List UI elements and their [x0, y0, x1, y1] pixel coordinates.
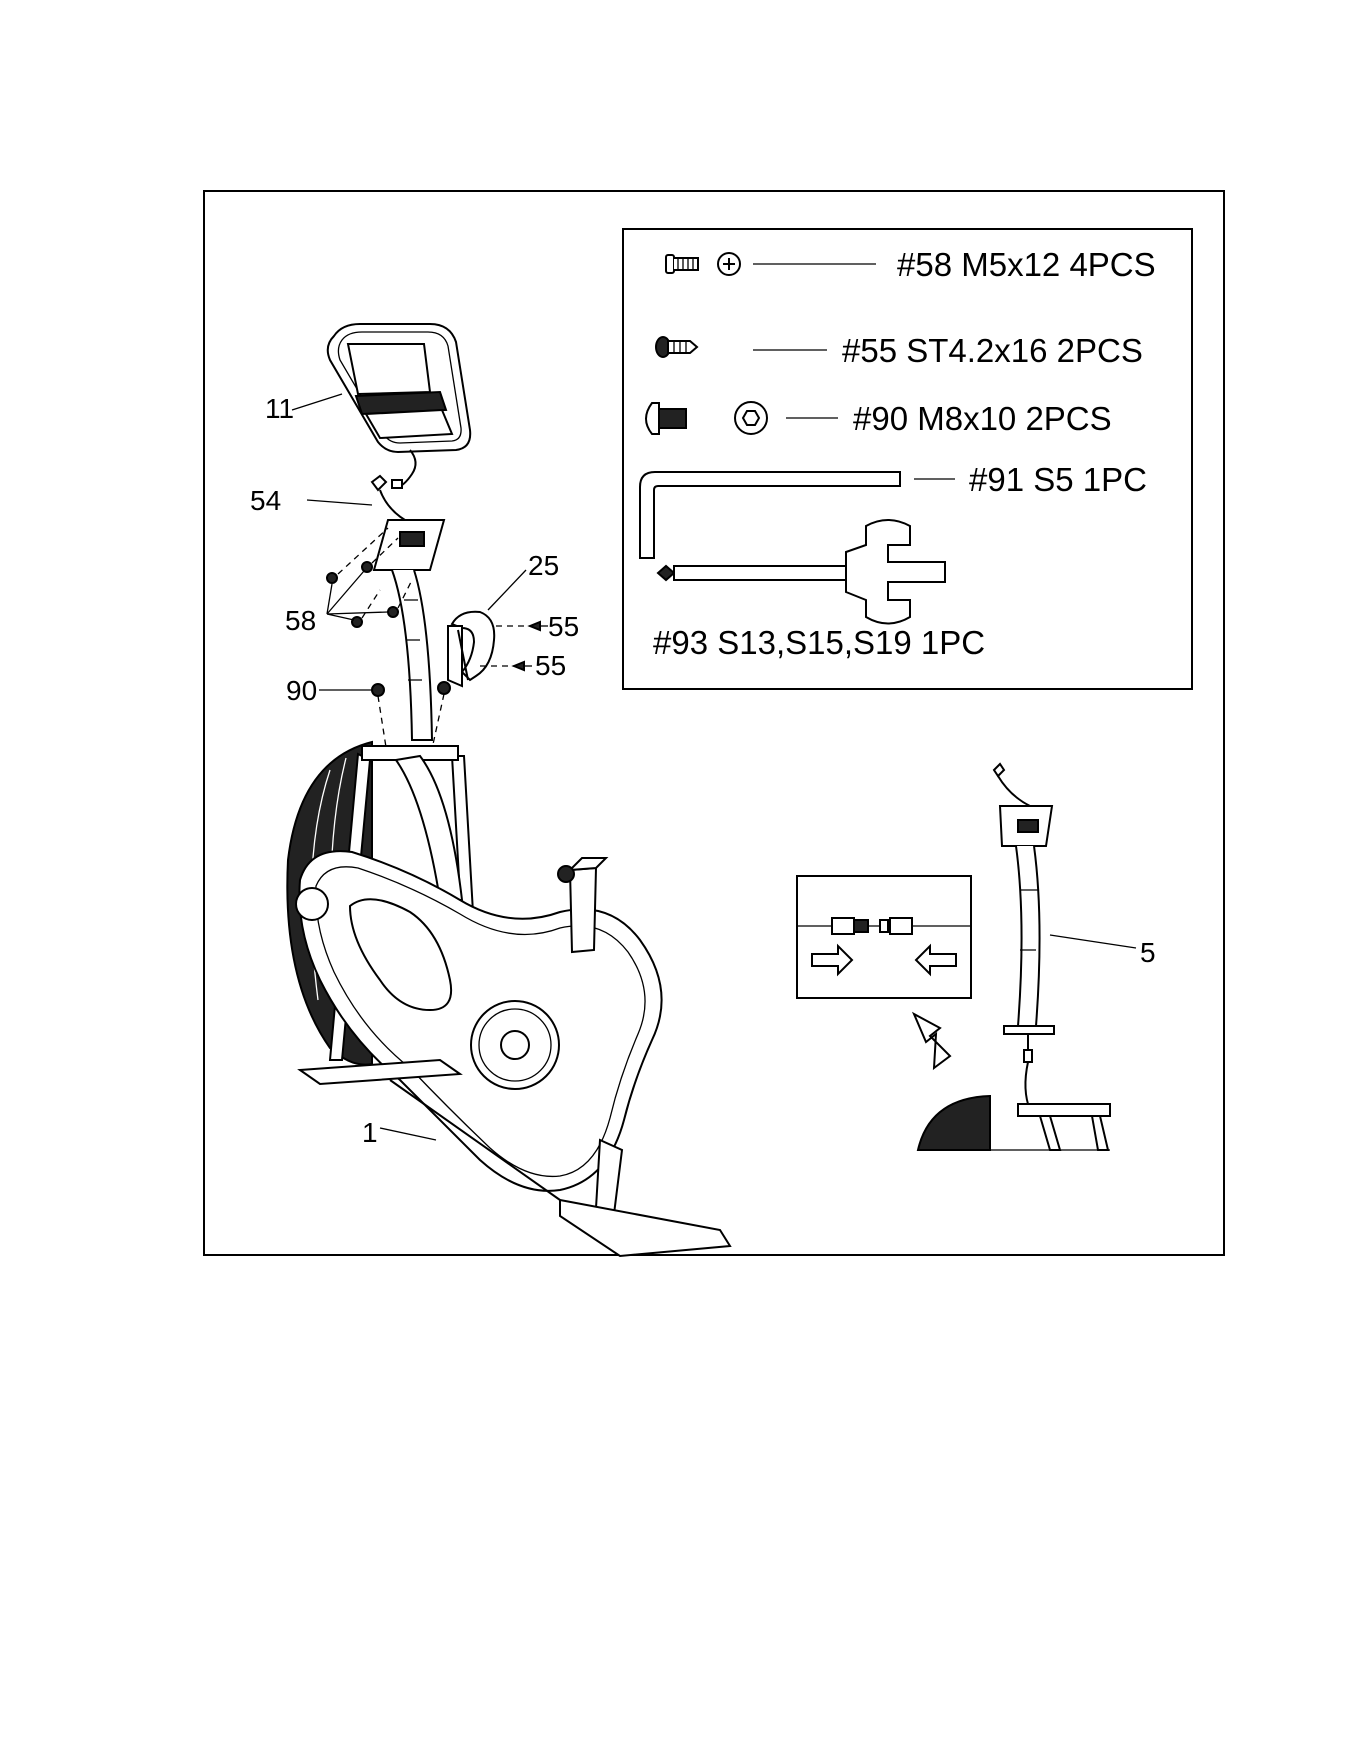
hardware-list-box: #58 M5x12 4PCS #55 ST4.2x16 2PCS #90 M8x… — [623, 229, 1192, 689]
main-frame-part — [287, 742, 730, 1256]
callout-25: 25 — [528, 550, 559, 581]
phillips-head-icon — [718, 253, 740, 275]
connector-inset — [797, 876, 971, 998]
upright-top-part — [372, 476, 444, 740]
callout-58: 58 — [285, 605, 316, 636]
leader-line — [380, 1128, 436, 1140]
hardware-58-text: #58 M5x12 4PCS — [897, 246, 1156, 283]
callout-54: 54 — [250, 485, 281, 516]
hardware-91-text: #91 S5 1PC — [969, 461, 1147, 498]
callout-1: 1 — [362, 1117, 378, 1148]
callout-11: 11 — [265, 393, 294, 424]
hardware-55-text: #55 ST4.2x16 2PCS — [842, 332, 1143, 369]
callout-90: 90 — [286, 675, 317, 706]
hardware-93-text: #93 S13,S15,S19 1PC — [653, 624, 985, 661]
arrow-up-left-icon — [914, 1014, 950, 1068]
callout-5: 5 — [1140, 937, 1156, 968]
bottle-holder-part — [448, 612, 494, 686]
console-part — [328, 324, 470, 488]
callout-55-upper: 55 — [548, 611, 579, 642]
hex-head-icon — [735, 402, 767, 434]
leader-line — [307, 500, 372, 505]
callout-55-lower: 55 — [535, 650, 566, 681]
hardware-90-text: #90 M8x10 2PCS — [853, 400, 1112, 437]
screw-icon — [666, 255, 698, 273]
leader-line — [1050, 935, 1136, 948]
leader-line — [488, 570, 526, 610]
leader-line — [292, 394, 342, 410]
